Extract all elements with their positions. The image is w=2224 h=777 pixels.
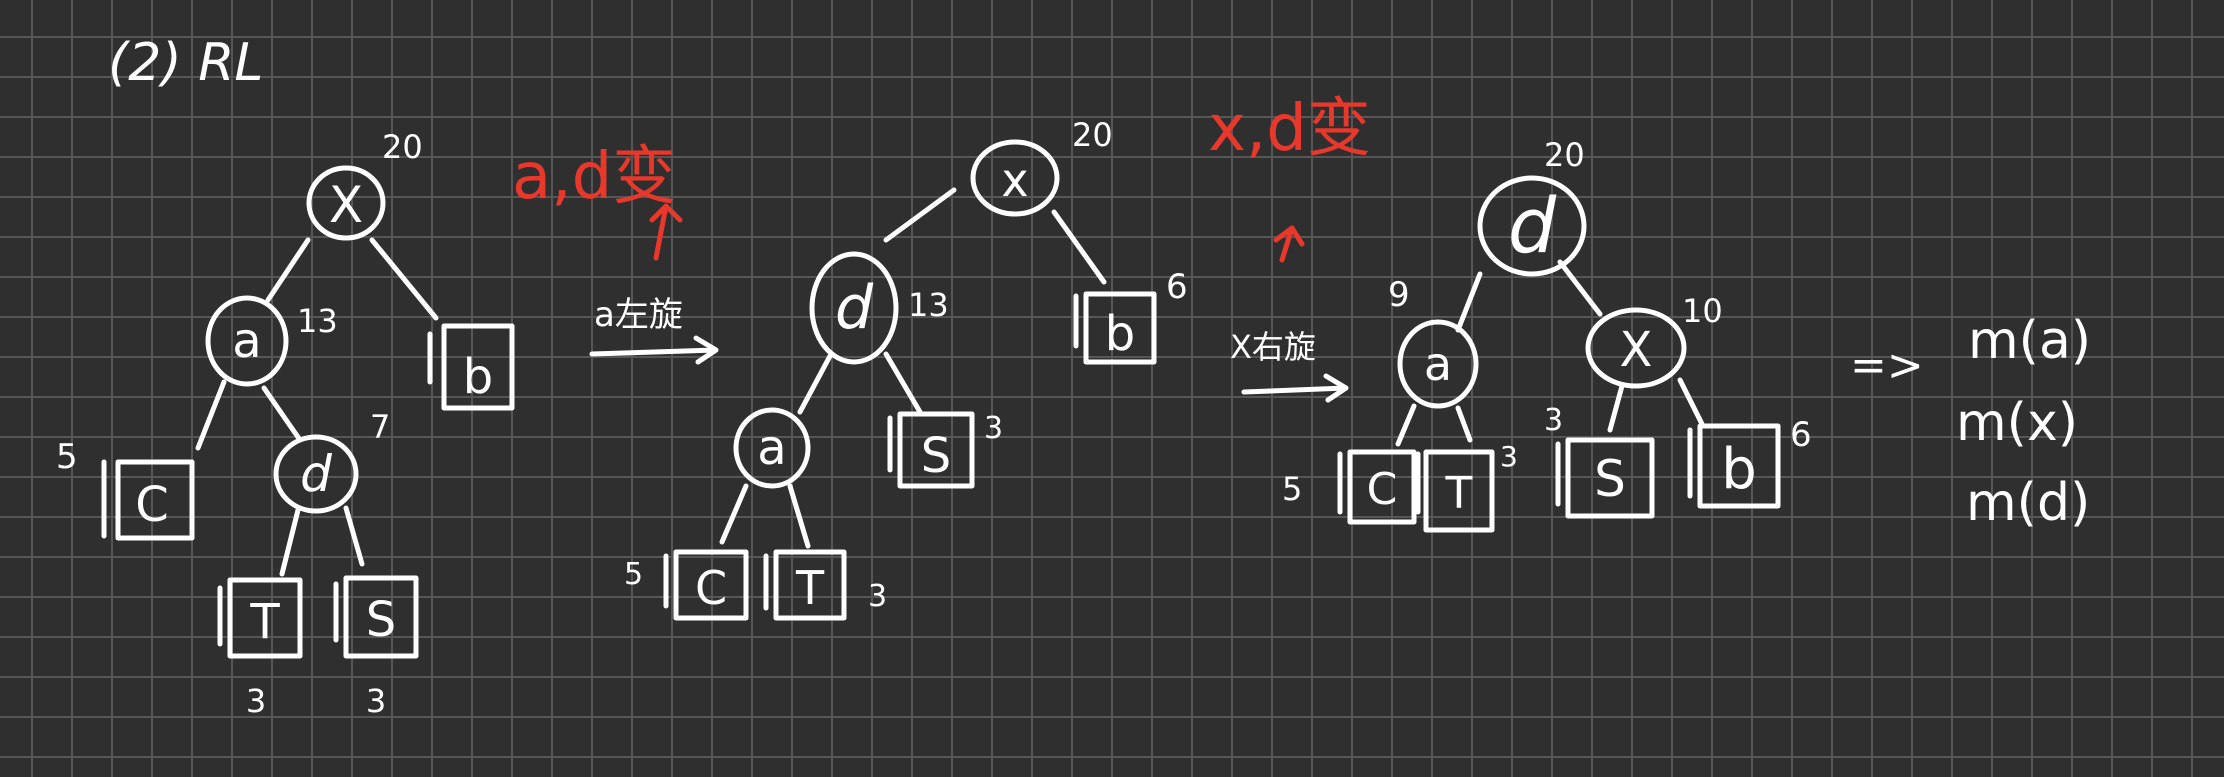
tree3-box-s-weight: 3 bbox=[1544, 403, 1563, 438]
tree1-node-x-label: X bbox=[329, 176, 363, 234]
tree2-box-b-weight: 6 bbox=[1166, 267, 1188, 307]
tree3-box-t-weight: 3 bbox=[1500, 440, 1518, 473]
heading: (2) RL bbox=[108, 33, 263, 93]
tree2-box-s-label: S bbox=[921, 428, 951, 484]
step2-arrow bbox=[1241, 373, 1349, 403]
result-line-2: m(x) bbox=[1956, 393, 2078, 453]
tree1-box-s bbox=[343, 575, 419, 659]
result-line-1: m(a) bbox=[1968, 311, 2091, 371]
tree2-node-d bbox=[809, 251, 899, 365]
tree-2: x 20 d 13 b 6 a S 3 5 C T 3 bbox=[624, 116, 1188, 621]
step2-red-arrow bbox=[1273, 225, 1305, 263]
tree3-node-a-weight: 9 bbox=[1388, 275, 1410, 315]
tree-1: X 20 a 13 b 5 C d 7 T 3 S 3 bbox=[56, 128, 515, 720]
edge-x-a bbox=[265, 237, 311, 303]
tree2-box-c bbox=[673, 549, 749, 621]
tree2-box-t-weight: 3 bbox=[868, 579, 887, 614]
edge2-d-a bbox=[797, 353, 833, 415]
tree3-node-x bbox=[1585, 307, 1687, 389]
tree2-node-a-label: a bbox=[757, 420, 786, 476]
tree3-box-c bbox=[1347, 449, 1417, 525]
tree1-box-t-label: T bbox=[249, 594, 280, 650]
tree2-node-a bbox=[733, 407, 811, 489]
tree3-box-c-label: C bbox=[1367, 464, 1398, 515]
tree3-node-d-weight: 20 bbox=[1544, 136, 1585, 174]
result-line-3: m(d) bbox=[1966, 473, 2090, 533]
tree3-box-s-label: S bbox=[1594, 450, 1626, 508]
tree2-box-t bbox=[773, 549, 847, 621]
edge2-a-t bbox=[787, 483, 811, 549]
tree2-node-x bbox=[970, 139, 1060, 217]
tree3-node-a-label: a bbox=[1424, 337, 1452, 391]
tree1-box-b bbox=[441, 323, 515, 411]
tree1-box-c bbox=[115, 459, 195, 541]
tree1-node-d-weight: 7 bbox=[370, 408, 390, 446]
edge-d-s bbox=[343, 505, 365, 567]
tree3-box-b-label: b bbox=[1721, 437, 1757, 502]
tree3-box-b bbox=[1697, 423, 1781, 509]
tree1-node-d bbox=[273, 434, 359, 514]
edge2-d-s bbox=[883, 351, 923, 415]
tree1-box-s-label: S bbox=[366, 592, 396, 648]
edge2-a-c bbox=[719, 483, 749, 545]
step1-red-arrow bbox=[649, 203, 683, 261]
tree1-box-c-weight: 5 bbox=[56, 437, 78, 477]
tree2-node-d-weight: 13 bbox=[908, 286, 949, 324]
tree1-node-a-weight: 13 bbox=[297, 302, 338, 340]
edge3-x-b bbox=[1677, 377, 1705, 427]
tree2-node-d-label: d bbox=[835, 273, 874, 343]
tree3-node-a bbox=[1397, 319, 1479, 409]
tree1-box-s-weight: 3 bbox=[366, 682, 386, 720]
edge-d-t bbox=[279, 507, 301, 577]
tree2-box-b-label: b bbox=[1105, 306, 1135, 362]
tree1-box-t-weight: 3 bbox=[246, 682, 266, 720]
step-1: a,d变 a左旋 bbox=[512, 140, 719, 365]
tree1-node-x-weight: 20 bbox=[382, 128, 423, 166]
edge-a-d bbox=[261, 385, 303, 443]
tree1-box-t bbox=[227, 577, 303, 659]
edge3-d-a bbox=[1455, 271, 1483, 333]
tree1-node-a-label: a bbox=[232, 313, 261, 369]
step2-action: X右旋 bbox=[1230, 328, 1316, 366]
step1-action: a左旋 bbox=[594, 295, 683, 335]
tree2-box-t-label: T bbox=[795, 561, 825, 615]
tree3-node-d bbox=[1477, 175, 1587, 277]
tree3-box-c-weight: 5 bbox=[1282, 470, 1302, 508]
tree3-box-t-label: T bbox=[1445, 468, 1473, 519]
tree1-node-d-label: d bbox=[300, 445, 332, 503]
tree-3: d 20 a 9 X 10 5 C T 3 3 S b 6 bbox=[1282, 136, 1812, 533]
tree2-node-x-weight: 20 bbox=[1072, 116, 1113, 154]
edge2-x-b bbox=[1051, 209, 1107, 285]
tree1-box-b-label: b bbox=[463, 349, 493, 405]
edge3-a-t bbox=[1455, 405, 1473, 443]
tree1-box-c-label: C bbox=[135, 477, 169, 533]
edge-a-c bbox=[195, 379, 227, 451]
tree3-node-d-label: d bbox=[1508, 181, 1557, 270]
tree3-box-t bbox=[1423, 449, 1495, 533]
tree3-box-b-weight: 6 bbox=[1790, 415, 1812, 455]
tree3-box-s bbox=[1565, 437, 1655, 519]
tree2-box-s bbox=[897, 411, 975, 489]
tree3-node-x-weight: 10 bbox=[1682, 292, 1723, 330]
step1-arrow bbox=[589, 335, 719, 365]
result: => m(a) m(x) m(d) bbox=[1850, 311, 2091, 533]
edge-x-b bbox=[369, 237, 439, 321]
edge2-x-d bbox=[883, 187, 957, 243]
tree2-box-c-weight: 5 bbox=[624, 557, 643, 592]
edge3-d-x bbox=[1557, 259, 1603, 317]
tree2-box-b bbox=[1083, 291, 1157, 365]
tree2-node-x-label: x bbox=[1001, 153, 1028, 207]
tree3-node-x-label: X bbox=[1620, 322, 1653, 378]
tree1-node-x bbox=[306, 165, 386, 241]
tree2-box-s-weight: 3 bbox=[984, 411, 1003, 446]
edge3-a-c bbox=[1395, 403, 1417, 447]
edge3-x-s bbox=[1607, 383, 1625, 433]
tree1-node-a bbox=[205, 295, 289, 387]
result-arrow: => bbox=[1850, 340, 1924, 391]
step2-change-note: x,d变 bbox=[1208, 92, 1371, 166]
step-2: x,d变 X右旋 bbox=[1208, 92, 1371, 403]
tree2-box-c-label: C bbox=[695, 561, 727, 615]
step1-change-note: a,d变 bbox=[512, 140, 676, 214]
